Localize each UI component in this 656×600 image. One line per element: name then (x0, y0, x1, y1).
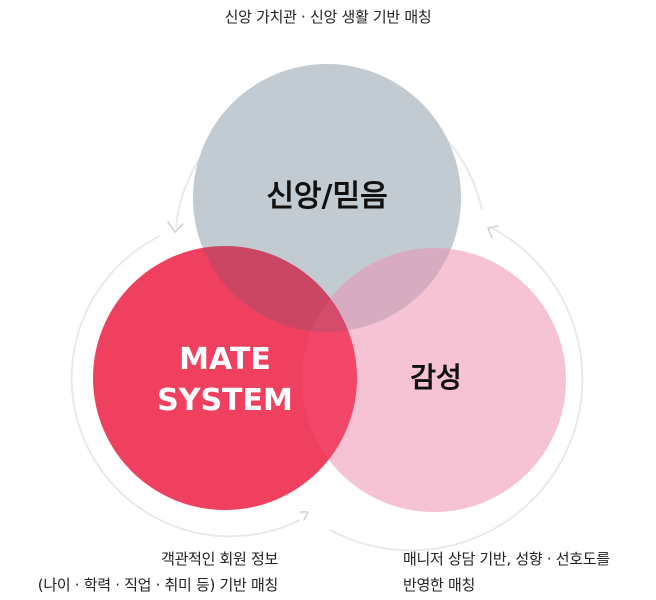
orbit-arc-left (70, 235, 301, 538)
arrow-top-left-icon (167, 221, 184, 233)
circle-emotion-overlay (302, 248, 566, 512)
emotion-label: 감성 (410, 361, 462, 394)
system-label-line2: SYSTEM (157, 383, 293, 418)
arrow-right-icon (487, 225, 499, 239)
caption-faith: 신앙 가치관 · 신앙 생활 기반 매칭 (0, 4, 656, 30)
orbit-arc-right (329, 227, 584, 552)
circle-emotion (302, 248, 566, 512)
faith-label: 신앙/믿음 (266, 179, 387, 214)
caption-system: 객관적인 회원 정보 (나이 · 학력 · 직업 · 취미 등) 기반 매칭 (37, 546, 279, 598)
caption-system-line1: 객관적인 회원 정보 (161, 550, 278, 568)
caption-emotion-line1: 매니저 상담 기반, 성향 · 선호도를 (403, 550, 610, 568)
arrow-bottom-icon (299, 511, 309, 521)
circle-faith-overlay (193, 64, 461, 332)
caption-faith-text: 신앙 가치관 · 신앙 생활 기반 매칭 (224, 8, 432, 26)
caption-system-line2: (나이 · 학력 · 직업 · 취미 등) 기반 매칭 (37, 576, 279, 594)
system-label-line1: MATE (179, 342, 271, 377)
caption-emotion: 매니저 상담 기반, 성향 · 선호도를 반영한 매칭 (403, 546, 610, 598)
caption-emotion-line2: 반영한 매칭 (403, 576, 475, 594)
circle-system (93, 246, 357, 510)
